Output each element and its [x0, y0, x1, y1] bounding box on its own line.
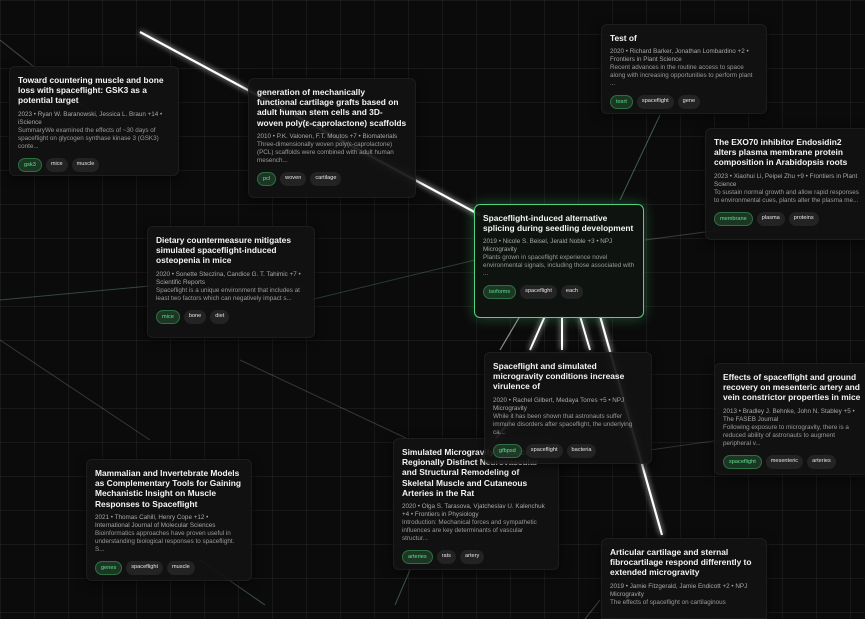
paper-card-mammalian[interactable]: Mammalian and Invertebrate Models as Com…	[86, 459, 252, 581]
graph-edge-highlight	[529, 315, 546, 351]
tag-list: membrane plasma proteins	[714, 211, 861, 226]
paper-card-osteopenia[interactable]: Dietary countermeasure mitigates simulat…	[147, 226, 315, 338]
tag-chip[interactable]: gfbpsd	[493, 443, 522, 458]
tag-chip[interactable]: gene	[677, 95, 701, 110]
paper-title: Spaceflight-induced alternative splicing…	[483, 213, 634, 234]
paper-meta: 2019 • Jamie Fitzgerald, Jamie Endicott …	[610, 582, 748, 598]
tag-chip[interactable]: plasma	[756, 211, 785, 226]
graph-edge-highlight	[579, 315, 591, 351]
tag-chip[interactable]: bacteria	[566, 443, 597, 458]
paper-title: Simulated Microgravity Produces Regional…	[402, 447, 538, 498]
paper-abstract: Recent advances in the routine access to…	[610, 64, 753, 88]
paper-meta: 2020 • Richard Barker, Jonathan Lombardi…	[610, 48, 749, 64]
tag-chip[interactable]: pcl	[257, 171, 277, 186]
tag-chip[interactable]: diet	[210, 309, 230, 324]
tag-chip[interactable]: tosrt	[610, 95, 633, 110]
paper-meta: 2020 • Olga S. Tarasova, Vjatcheslav U. …	[402, 503, 545, 519]
paper-meta: 2010 • P.K. Valonen, F.T. Moutos +7 • Bi…	[257, 132, 398, 140]
graph-edge	[239, 359, 411, 441]
tag-chip[interactable]: spaceflight	[636, 95, 674, 110]
tag-list: mice bone diet	[156, 309, 306, 324]
paper-title: Dietary countermeasure mitigates simulat…	[156, 235, 291, 266]
tag-list: tosrt spaceflight gene	[610, 95, 758, 110]
paper-card-exo70[interactable]: The EXO70 inhibitor Endosidin2 alters pl…	[705, 128, 865, 240]
tag-chip[interactable]: mice	[156, 309, 180, 324]
paper-abstract: Following exposure to microgravity, ther…	[723, 423, 849, 447]
tag-chip[interactable]: each	[560, 285, 584, 300]
tag-chip[interactable]: spaceflight	[126, 560, 163, 575]
graph-edge	[619, 114, 661, 201]
tag-chip[interactable]: rats	[436, 550, 456, 565]
tag-chip[interactable]: bone	[183, 309, 207, 324]
paper-meta: 2020 • Rachel Gilbert, Medaya Torres +5 …	[493, 396, 625, 412]
tag-chip[interactable]: isoforms	[483, 285, 517, 300]
paper-card-mesenteric[interactable]: Effects of spaceflight and ground recove…	[714, 363, 865, 475]
tag-chip[interactable]: membrane	[714, 211, 753, 226]
tag-chip[interactable]: mice	[45, 157, 68, 172]
graph-edge	[0, 284, 161, 301]
tag-list: arteries rats artery	[402, 550, 550, 565]
paper-title: Mammalian and Invertebrate Models as Com…	[95, 468, 241, 509]
paper-card-gsk3[interactable]: Toward countering muscle and bone loss w…	[9, 66, 179, 176]
paper-abstract: SummaryWe examined the effects of ~30 da…	[18, 126, 159, 150]
tag-chip[interactable]: mesenteric	[765, 454, 804, 469]
graph-edge	[499, 315, 521, 351]
tag-chip[interactable]: proteins	[788, 211, 819, 226]
paper-meta: 2013 • Bradley J. Behnke, John N. Stable…	[723, 407, 855, 423]
tag-chip[interactable]: arteries	[402, 550, 433, 565]
paper-title: Test of	[610, 33, 637, 43]
tag-chip[interactable]: woven	[280, 171, 307, 186]
paper-title: Effects of spaceflight and ground recove…	[723, 372, 861, 403]
paper-card-virulence[interactable]: Spaceflight and simulated microgravity c…	[484, 352, 652, 464]
paper-abstract: Three-dimensionally woven poly(ε-caprola…	[257, 140, 394, 164]
paper-title: Spaceflight and simulated microgravity c…	[493, 361, 625, 392]
paper-card-cartilage-grafts[interactable]: generation of mechanically functional ca…	[248, 78, 416, 198]
paper-card-alternative-splicing[interactable]: Spaceflight-induced alternative splicing…	[474, 204, 644, 318]
paper-meta: 2019 • Nicole S. Beisel, Jerald Noble +3…	[483, 238, 613, 254]
paper-abstract: Spaceflight is a unique environment that…	[156, 286, 300, 302]
paper-abstract: Introduction: Mechanical forces and symp…	[402, 519, 537, 543]
paper-title: Toward countering muscle and bone loss w…	[18, 75, 164, 106]
paper-title: The EXO70 inhibitor Endosidin2 alters pl…	[714, 137, 848, 168]
paper-abstract: Plants grown in spaceflight experience n…	[483, 254, 635, 278]
tag-chip[interactable]: cartilage	[310, 171, 342, 186]
tag-chip[interactable]: muscle	[167, 560, 195, 575]
paper-meta: 2023 • Xiaohui Li, Peipei Zhu +9 • Front…	[714, 172, 858, 188]
tag-list: gfbpsd spaceflight bacteria	[493, 443, 643, 458]
tag-list: genes spaceflight muscle	[95, 560, 243, 575]
paper-abstract: To sustain normal growth and allow rapid…	[714, 188, 859, 204]
tag-chip[interactable]: spaceflight	[520, 285, 557, 300]
tag-chip[interactable]: gsk3	[18, 157, 42, 172]
paper-meta: 2021 • Thomas Cahill, Henry Cope +12 • I…	[95, 513, 216, 529]
tag-chip[interactable]: spaceflight	[525, 443, 563, 458]
tag-chip[interactable]: arteries	[807, 454, 836, 469]
paper-meta: 2023 • Ryan W. Baranowski, Jessica L. Br…	[18, 110, 163, 126]
tag-chip[interactable]: genes	[95, 560, 123, 575]
tag-chip[interactable]: artery	[459, 550, 485, 565]
paper-title: Articular cartilage and sternal fibrocar…	[610, 547, 752, 578]
paper-title: generation of mechanically functional ca…	[257, 87, 407, 128]
paper-abstract: Bioinformatics approaches have proven us…	[95, 529, 235, 553]
paper-abstract: While it has been shown that astronauts …	[493, 412, 633, 436]
graph-edge	[649, 439, 721, 451]
paper-card-test-of[interactable]: Test of 2020 • Richard Barker, Jonathan …	[601, 24, 767, 114]
graph-edge	[584, 599, 601, 619]
graph-edge	[0, 339, 151, 441]
paper-meta: 2020 • Sonette Steczina, Candice G. T. T…	[156, 270, 301, 286]
tag-list: gsk3 mice muscle	[18, 157, 170, 172]
graph-edge	[309, 259, 476, 301]
tag-chip[interactable]: spaceflight	[723, 454, 762, 469]
graph-edge	[394, 569, 411, 606]
tag-chip[interactable]: muscle	[71, 157, 100, 172]
tag-list: isoforms spaceflight each	[483, 285, 635, 300]
tag-list: spaceflight mesenteric arteries	[723, 454, 861, 469]
paper-abstract: The effects of spaceflight on cartilagin…	[610, 598, 726, 606]
paper-card-articular[interactable]: Articular cartilage and sternal fibrocar…	[601, 538, 767, 619]
tag-list: pcl woven cartilage	[257, 171, 407, 186]
